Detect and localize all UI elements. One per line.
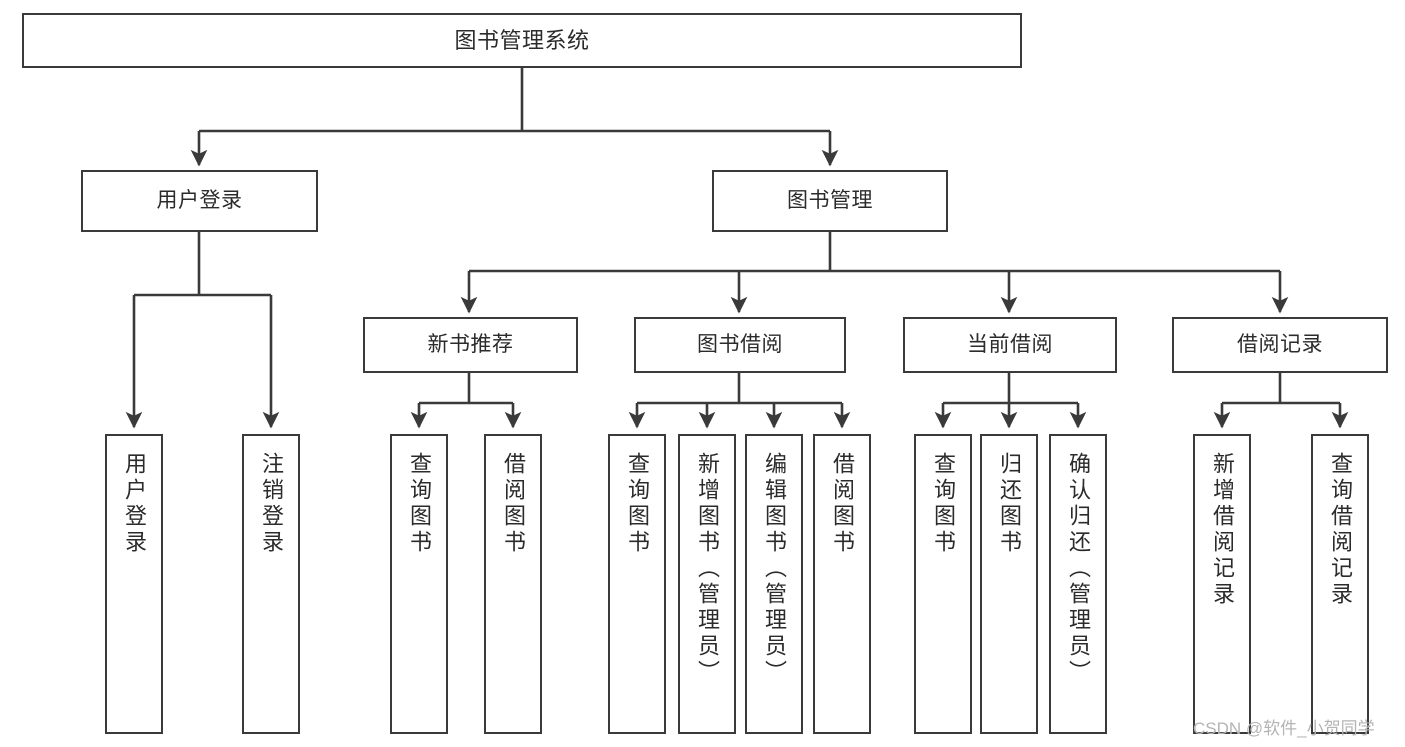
node-leaf-edit-book-label: 编辑图书（管理员）	[761, 452, 787, 686]
node-leaf-add-book[interactable]: 新增图书（管理员）	[678, 434, 736, 734]
node-root[interactable]: 图书管理系统	[22, 13, 1022, 68]
node-leaf-query-book-3-label: 查询图书	[930, 452, 956, 556]
node-leaf-user-logout[interactable]: 注销登录	[242, 434, 300, 734]
node-new-book-recommend[interactable]: 新书推荐	[363, 317, 578, 373]
node-leaf-query-record[interactable]: 查询借阅记录	[1311, 434, 1369, 734]
node-leaf-query-book-1-label: 查询图书	[406, 452, 432, 556]
node-leaf-query-book-2[interactable]: 查询图书	[608, 434, 666, 734]
node-book-borrow[interactable]: 图书借阅	[634, 317, 846, 373]
node-leaf-query-record-label: 查询借阅记录	[1327, 452, 1353, 608]
watermark-text: CSDN @软件_小贺同学	[1193, 719, 1375, 738]
node-leaf-add-book-label: 新增图书（管理员）	[694, 452, 720, 686]
node-borrow-record[interactable]: 借阅记录	[1172, 317, 1388, 373]
node-book-manage-label: 图书管理	[787, 188, 873, 212]
node-leaf-query-book-3[interactable]: 查询图书	[914, 434, 972, 734]
node-leaf-return-book-label: 归还图书	[996, 452, 1022, 556]
node-root-label: 图书管理系统	[454, 27, 590, 53]
node-leaf-add-record-label: 新增借阅记录	[1209, 452, 1235, 608]
node-current-borrow-label: 当前借阅	[967, 332, 1053, 356]
node-leaf-borrow-book-2[interactable]: 借阅图书	[813, 434, 871, 734]
node-borrow-record-label: 借阅记录	[1237, 332, 1323, 356]
node-leaf-borrow-book-2-label: 借阅图书	[829, 452, 855, 556]
node-user-login[interactable]: 用户登录	[81, 170, 318, 232]
node-leaf-return-book[interactable]: 归还图书	[980, 434, 1038, 734]
node-leaf-add-record[interactable]: 新增借阅记录	[1193, 434, 1251, 734]
node-leaf-query-book-2-label: 查询图书	[624, 452, 650, 556]
node-book-manage[interactable]: 图书管理	[712, 170, 948, 232]
node-leaf-confirm-return[interactable]: 确认归还（管理员）	[1049, 434, 1107, 734]
node-user-login-label: 用户登录	[156, 188, 243, 212]
node-leaf-user-login[interactable]: 用户登录	[105, 434, 163, 734]
node-leaf-user-login-label: 用户登录	[121, 452, 147, 556]
node-current-borrow[interactable]: 当前借阅	[903, 317, 1117, 373]
node-leaf-borrow-book-1[interactable]: 借阅图书	[484, 434, 542, 734]
node-leaf-edit-book[interactable]: 编辑图书（管理员）	[745, 434, 803, 734]
node-leaf-query-book-1[interactable]: 查询图书	[390, 434, 448, 734]
node-leaf-borrow-book-1-label: 借阅图书	[500, 452, 526, 556]
node-new-book-recommend-label: 新书推荐	[427, 332, 514, 356]
node-leaf-user-logout-label: 注销登录	[258, 452, 284, 556]
node-book-borrow-label: 图书借阅	[697, 332, 783, 356]
node-leaf-confirm-return-label: 确认归还（管理员）	[1065, 452, 1091, 686]
